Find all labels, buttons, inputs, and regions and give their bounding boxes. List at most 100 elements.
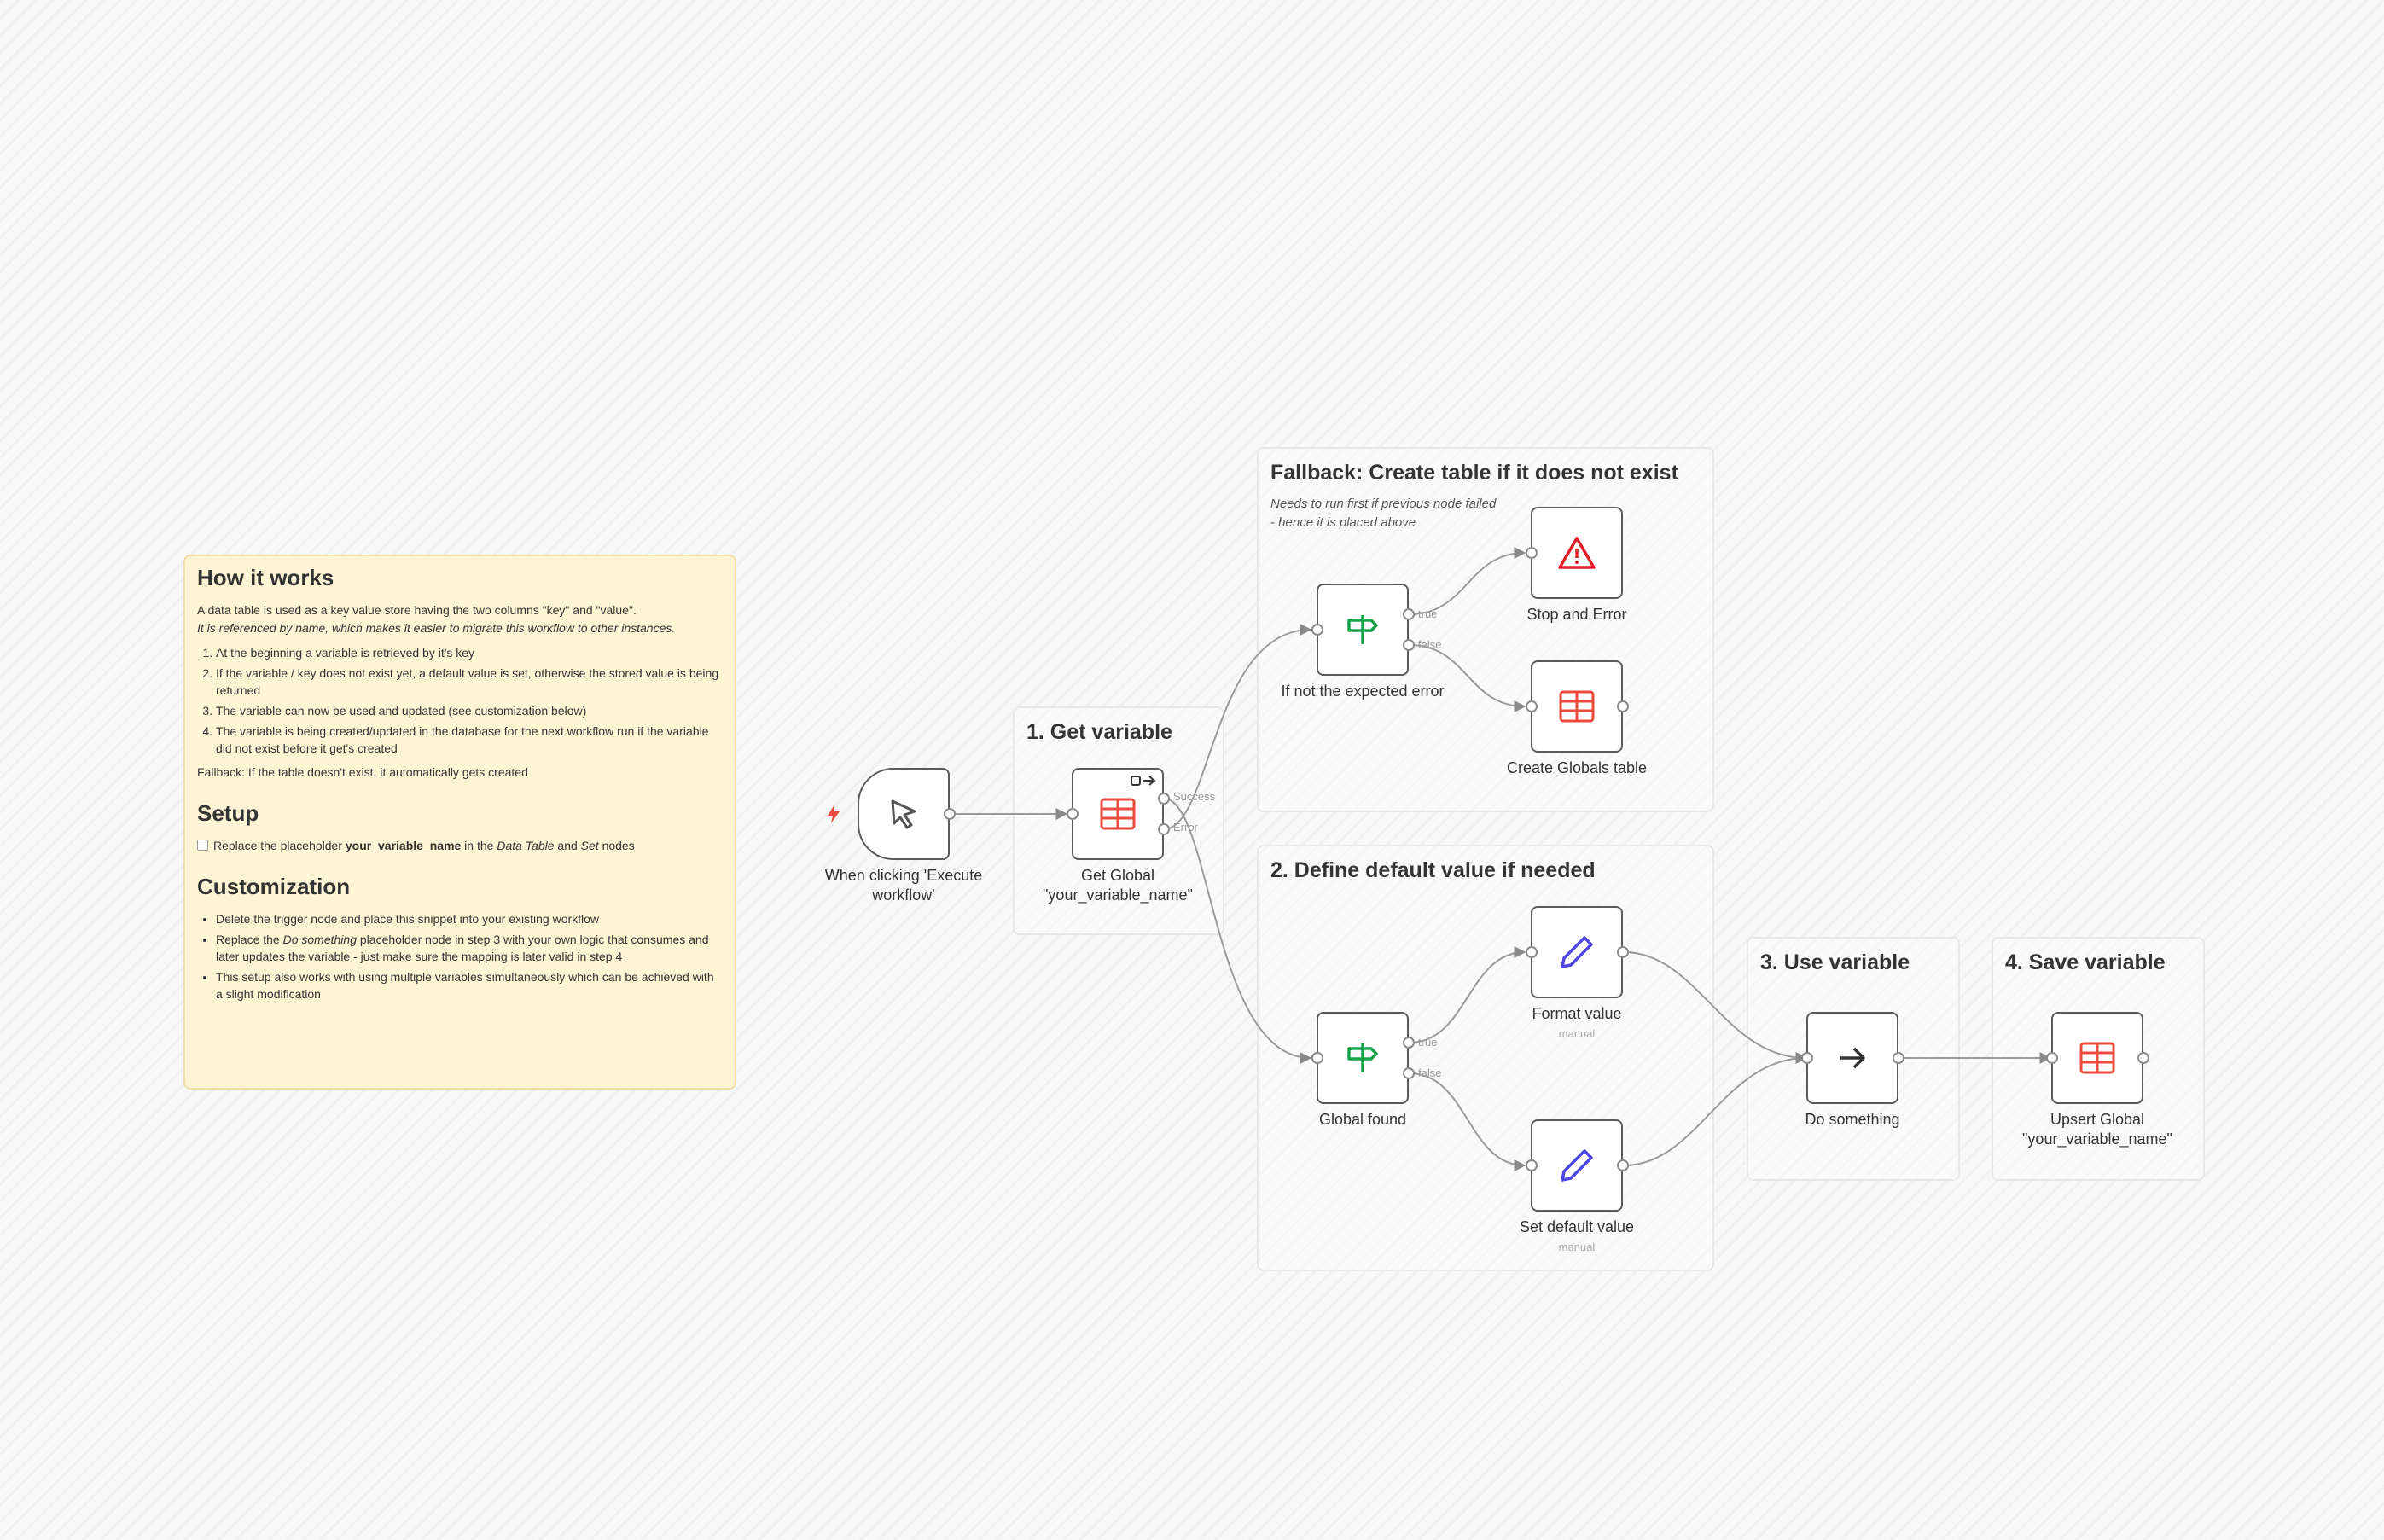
port-label-false: false: [1418, 1066, 1442, 1079]
node-label: Set default value: [1519, 1218, 1635, 1235]
step-item: If the variable / key does not exist yet…: [216, 665, 723, 699]
port-input[interactable]: [1311, 1052, 1323, 1064]
node-label: Do something: [1805, 1111, 1900, 1128]
sticky-subtitle: Needs to run first if previous node fail…: [1270, 497, 1497, 530]
setup-and: and: [554, 839, 581, 852]
sticky-title: 1. Get variable: [1026, 720, 1172, 744]
sticky-title: 3. Use variable: [1760, 950, 1910, 974]
port-input[interactable]: [1311, 624, 1323, 636]
customization-list: Delete the trigger node and place this s…: [197, 910, 723, 1002]
sticky-title: 2. Define default value if needed: [1270, 858, 1596, 882]
setup-mid: in the: [461, 839, 497, 852]
setup-title: Setup: [197, 800, 259, 826]
cursor-click-icon: [884, 794, 923, 834]
custom-item: Replace the Do something placeholder nod…: [216, 931, 723, 965]
step-item: The variable can now be used and updated…: [216, 702, 723, 719]
setup-italic1: Data Table: [497, 839, 555, 852]
custom-italic: Do something: [282, 933, 357, 946]
custom-item: Delete the trigger node and place this s…: [216, 910, 723, 927]
port-output[interactable]: [1893, 1052, 1904, 1064]
port-output[interactable]: [1617, 1159, 1629, 1171]
custom-post: placeholder node in step 3 with your own…: [216, 933, 709, 963]
sticky-save-variable[interactable]: 4. Save variable: [1992, 937, 2205, 1181]
retry-on-fail-icon: [1130, 773, 1157, 791]
node-label: Stop and Error: [1526, 606, 1627, 623]
port-input[interactable]: [1526, 1159, 1538, 1171]
sticky-how-it-works[interactable]: [183, 555, 736, 1090]
node-global-found[interactable]: [1317, 1012, 1409, 1104]
table-icon: [1099, 797, 1137, 831]
port-output[interactable]: [944, 808, 956, 820]
node-trigger[interactable]: [858, 768, 950, 860]
how-it-works-content: How it works A data table is used as a k…: [183, 555, 736, 1090]
setup-pre: Replace the placeholder: [213, 839, 346, 852]
node-format-value[interactable]: [1531, 906, 1623, 998]
sticky-fallback[interactable]: Fallback: Create table if it does not ex…: [1257, 447, 1714, 812]
port-true[interactable]: [1403, 608, 1415, 620]
fallback-text: Fallback: If the table doesn't exist, it…: [197, 765, 528, 779]
signpost-icon: [1343, 1038, 1382, 1078]
signpost-icon: [1343, 610, 1382, 649]
port-label-true: true: [1418, 607, 1438, 620]
custom-item: This setup also works with using multipl…: [216, 968, 723, 1002]
table-icon: [1558, 689, 1596, 724]
port-success[interactable]: [1158, 793, 1170, 805]
port-true[interactable]: [1403, 1037, 1415, 1049]
customization-title: Customization: [197, 874, 351, 899]
node-label: Format value: [1532, 1005, 1622, 1022]
port-input[interactable]: [1526, 946, 1538, 958]
intro-italic: It is referenced by name, which makes it…: [197, 621, 676, 635]
node-get-global[interactable]: [1072, 768, 1164, 860]
port-input[interactable]: [1067, 808, 1079, 820]
node-label: Create Globals table: [1506, 759, 1648, 776]
node-do-something[interactable]: [1806, 1012, 1898, 1104]
intro-text: A data table is used as a key value stor…: [197, 603, 637, 617]
node-label: Upsert Global "your_variable_name": [2022, 1111, 2172, 1148]
setup-item: Replace the placeholder your_variable_na…: [197, 837, 723, 855]
node-subtitle: manual: [1558, 1027, 1596, 1040]
setup-post: nodes: [598, 839, 635, 852]
pencil-icon: [1557, 1146, 1596, 1185]
port-error[interactable]: [1158, 823, 1170, 835]
port-input[interactable]: [2046, 1052, 2058, 1064]
port-output[interactable]: [2137, 1052, 2149, 1064]
node-if-error[interactable]: [1317, 584, 1409, 676]
port-label-true: true: [1418, 1036, 1438, 1049]
how-it-works-intro: A data table is used as a key value stor…: [197, 601, 723, 637]
port-input[interactable]: [1526, 700, 1538, 712]
arrow-right-icon: [1835, 1041, 1869, 1075]
port-false[interactable]: [1403, 1067, 1415, 1079]
how-it-works-steps: At the beginning a variable is retrieved…: [197, 644, 723, 757]
lightning-bolt-icon: [825, 804, 842, 828]
node-label: Get Global "your_variable_name": [1043, 867, 1193, 904]
node-label: When clicking 'Execute workflow': [824, 867, 983, 904]
node-upsert-global[interactable]: [2051, 1012, 2143, 1104]
port-input[interactable]: [1801, 1052, 1813, 1064]
port-label-error: Error: [1173, 821, 1198, 834]
setup-bold: your_variable_name: [345, 839, 462, 852]
how-it-works-title: How it works: [197, 565, 334, 590]
node-label: Global found: [1318, 1111, 1407, 1128]
node-set-default[interactable]: [1531, 1119, 1623, 1212]
port-output[interactable]: [1617, 700, 1629, 712]
sticky-title: Fallback: Create table if it does not ex…: [1270, 461, 1678, 485]
step-item: At the beginning a variable is retrieved…: [216, 644, 723, 661]
port-input[interactable]: [1526, 547, 1538, 559]
node-create-table[interactable]: [1531, 660, 1623, 753]
port-label-success: Success: [1173, 790, 1216, 803]
custom-pre: Replace the: [216, 933, 283, 946]
node-label: If not the expected error: [1281, 683, 1445, 700]
port-output[interactable]: [1617, 946, 1629, 958]
step-item: The variable is being created/updated in…: [216, 723, 723, 757]
sticky-title: 4. Save variable: [2005, 950, 2166, 974]
warning-triangle-icon: [1557, 535, 1596, 571]
node-subtitle: manual: [1558, 1241, 1596, 1253]
setup-italic2: Set: [580, 839, 599, 852]
port-label-false: false: [1418, 638, 1442, 651]
port-false[interactable]: [1403, 639, 1415, 651]
pencil-icon: [1557, 933, 1596, 972]
node-stop-error[interactable]: [1531, 507, 1623, 599]
checkbox[interactable]: [197, 840, 208, 851]
table-icon: [2079, 1041, 2116, 1075]
